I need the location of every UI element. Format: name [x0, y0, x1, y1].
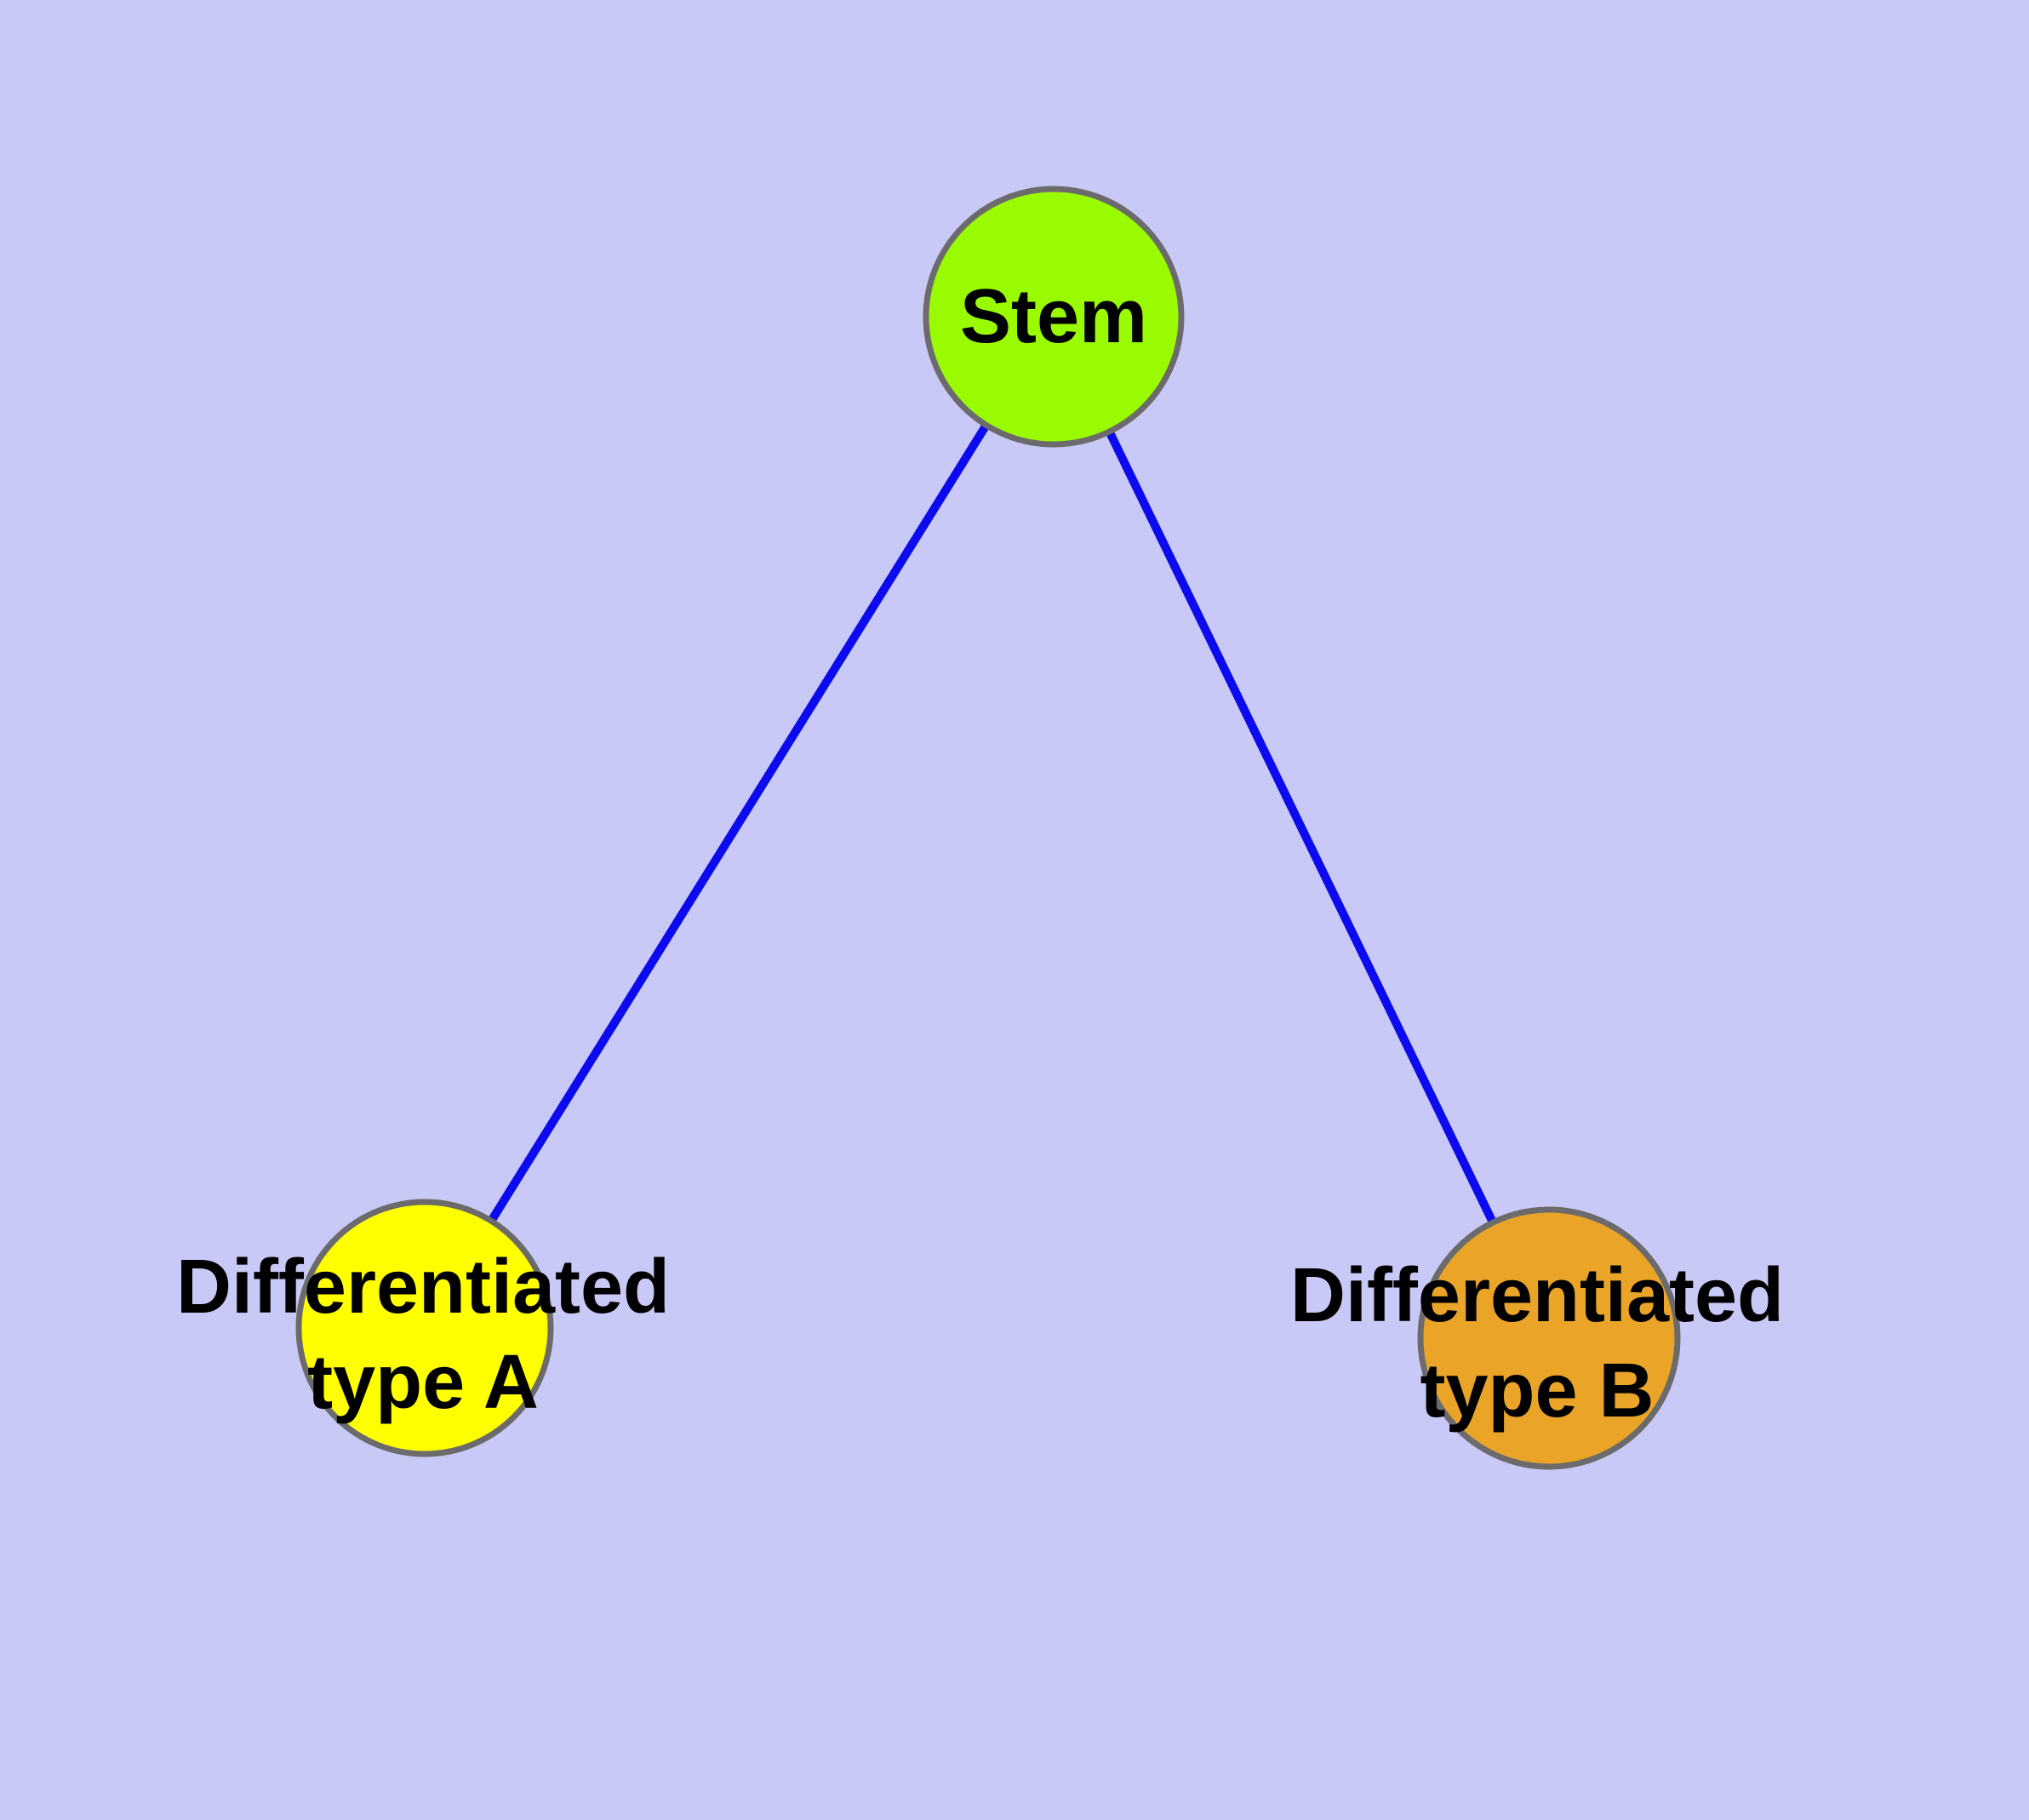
node-differentiated-type-b: [1417, 1206, 1681, 1470]
node-type-a-label-line1: Differentiated: [176, 1245, 670, 1330]
edge-stem-to-type-b: [1049, 314, 1553, 1341]
node-type-b-label-line1: Differentiated: [1290, 1253, 1784, 1338]
node-differentiated-type-a: [295, 1199, 554, 1457]
node-stem-label: Stem: [960, 274, 1147, 359]
node-type-b-label-line2: type B: [1420, 1348, 1654, 1434]
edge-stem-to-type-a: [420, 314, 1058, 1331]
node-stem: [923, 186, 1185, 448]
node-type-a-label-line2: type A: [307, 1340, 539, 1425]
